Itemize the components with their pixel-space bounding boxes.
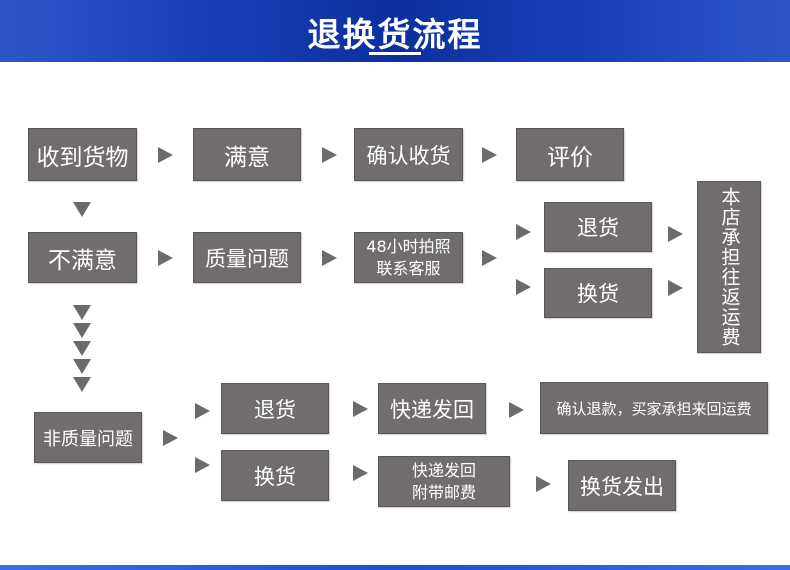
shipping-covered-box: 本店承担往返运费	[697, 181, 761, 353]
arrow-right-icon	[158, 147, 173, 163]
arrow-right-icon	[509, 402, 524, 418]
express-back-box: 快递发回	[378, 383, 486, 434]
photo-contact-box: 48小时拍照 联系客服	[354, 232, 463, 283]
arrow-down-icon	[73, 377, 91, 392]
exchange-box-nonquality: 换货	[221, 450, 329, 501]
arrow-right-icon	[668, 226, 683, 242]
arrow-right-icon	[322, 147, 337, 163]
title-underline	[369, 52, 421, 55]
footer-bar	[0, 565, 790, 570]
arrow-right-icon	[516, 224, 531, 240]
page-title: 退换货流程	[307, 15, 483, 54]
express-postage-box: 快递发回 附带邮费	[378, 456, 510, 507]
arrow-right-icon	[158, 250, 173, 266]
non-quality-issue-box: 非质量问题	[34, 412, 142, 463]
header-banner: 退换货流程	[0, 0, 790, 62]
arrow-down-icon	[73, 359, 91, 374]
exchange-sent-box: 换货发出	[568, 460, 676, 511]
express-postage-line2: 附带邮费	[411, 482, 476, 502]
express-postage-line1: 快递发回	[411, 460, 476, 480]
quality-issue-box: 质量问题	[193, 232, 301, 283]
arrow-right-icon	[482, 147, 497, 163]
arrow-down-icon	[73, 323, 91, 338]
photo-contact-line2: 联系客服	[376, 258, 441, 278]
return-box-quality: 退货	[544, 202, 652, 252]
arrow-right-icon	[353, 401, 368, 417]
exchange-box-quality: 换货	[544, 268, 652, 318]
received-goods-box: 收到货物	[28, 128, 137, 181]
photo-contact-line1: 48小时拍照	[366, 236, 451, 256]
arrow-right-icon	[353, 465, 368, 481]
arrow-right-icon	[668, 280, 683, 296]
unsatisfied-box: 不满意	[28, 232, 137, 283]
arrow-right-icon	[195, 457, 210, 473]
arrow-right-icon	[482, 250, 497, 266]
return-box-nonquality: 退货	[221, 383, 329, 434]
arrow-down-icon	[73, 305, 91, 320]
arrow-right-icon	[163, 430, 178, 446]
refund-confirm-box: 确认退款，买家承担来回运费	[540, 382, 768, 434]
arrow-right-icon	[195, 403, 210, 419]
review-box: 评价	[516, 128, 624, 181]
arrow-down-icon	[73, 202, 91, 217]
satisfied-box: 满意	[193, 128, 301, 181]
arrow-right-icon	[536, 476, 551, 492]
arrow-down-icon	[73, 341, 91, 356]
arrow-right-icon	[516, 279, 531, 295]
arrow-right-icon	[322, 250, 337, 266]
confirm-receipt-box: 确认收货	[354, 128, 463, 181]
